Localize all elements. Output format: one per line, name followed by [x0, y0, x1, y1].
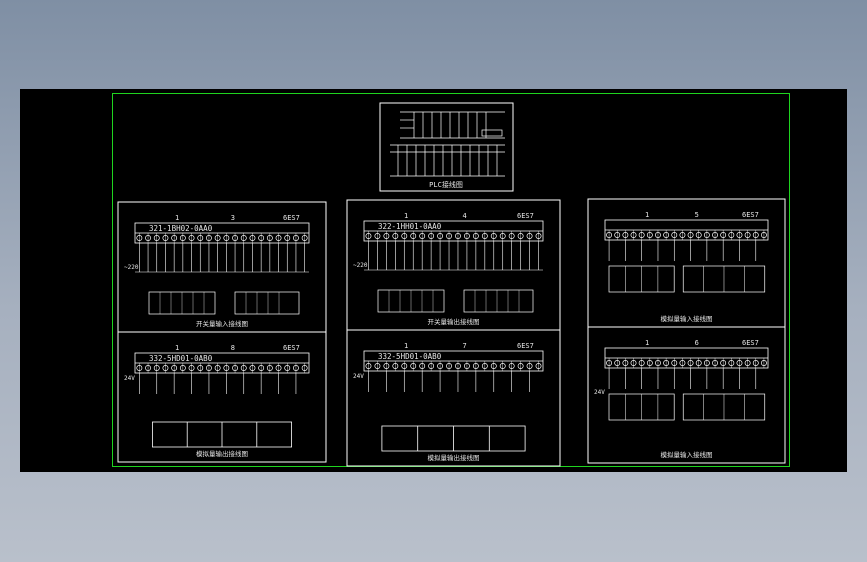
- model-label: 6ES7: [742, 339, 759, 347]
- slot-number: 4: [462, 212, 466, 220]
- panel-title: 开关量输入接线图: [196, 319, 248, 328]
- plc-overview: PLC接线图: [379, 102, 514, 192]
- part-number: 332-5HD01-0AB0: [378, 352, 442, 361]
- module-number: 1: [175, 214, 179, 222]
- slot-number: 3: [231, 214, 235, 222]
- panel-title: 模拟量输入接线图: [661, 314, 713, 323]
- panel-p6: 1 6 6ES7 24V 模拟量输入接线图: [594, 339, 769, 459]
- slot-number: 7: [462, 342, 466, 350]
- panel-title: 模拟量输出接线图: [428, 453, 480, 462]
- slot-number: 6: [695, 339, 699, 347]
- model-label: 6ES7: [283, 214, 300, 222]
- module-number: 1: [645, 339, 649, 347]
- panel-p3: 1 5 6ES7 模拟量输入接线图: [604, 211, 769, 323]
- module-number: 1: [404, 342, 408, 350]
- plc-title: PLC接线图: [429, 180, 463, 189]
- model-label: 6ES7: [283, 344, 300, 352]
- module-number: 1: [175, 344, 179, 352]
- part-number: 321-1BH02-0AA0: [149, 224, 213, 233]
- supply-label: ~220: [124, 264, 139, 271]
- slot-number: 5: [695, 211, 699, 219]
- drawing-canvas: [20, 89, 847, 472]
- part-number: 322-1HH01-0AA0: [378, 222, 442, 231]
- plc-grid: [390, 111, 505, 177]
- device-group: [234, 291, 300, 315]
- module-number: 1: [645, 211, 649, 219]
- panel-title: 模拟量输出接线图: [196, 449, 248, 458]
- panel-title: 模拟量输入接线图: [661, 450, 713, 459]
- panel-p2: 1 4 6ES7 322-1HH01-0AA0 ~220 开关量输出接线图: [353, 212, 544, 326]
- panel-p4: 1 8 6ES7 332-5HD01-0AB0 24V 模拟量输出接线图: [124, 344, 310, 458]
- model-label: 6ES7: [517, 342, 534, 350]
- panels: 1 3 6ES7 321-1BH02-0AA0 ~220 开关量输入接线图 1 4 6ES7 32…: [124, 211, 769, 462]
- supply-label: 24V: [124, 375, 135, 382]
- panel-p5: 1 7 6ES7 332-5HD01-0AB0 24V 模拟量输出接线图: [353, 342, 544, 462]
- supply-label: 24V: [353, 373, 364, 380]
- module-number: 1: [404, 212, 408, 220]
- supply-label: ~220: [353, 262, 368, 269]
- panel-title: 开关量输出接线图: [428, 317, 480, 326]
- device-group: [463, 289, 534, 313]
- panel-borders: [117, 198, 786, 467]
- panel-p1: 1 3 6ES7 321-1BH02-0AA0 ~220 开关量输入接线图: [124, 214, 310, 328]
- part-number: 332-5HD01-0AB0: [149, 354, 213, 363]
- supply-label: 24V: [594, 389, 605, 396]
- model-label: 6ES7: [742, 211, 759, 219]
- model-label: 6ES7: [517, 212, 534, 220]
- slot-number: 8: [231, 344, 235, 352]
